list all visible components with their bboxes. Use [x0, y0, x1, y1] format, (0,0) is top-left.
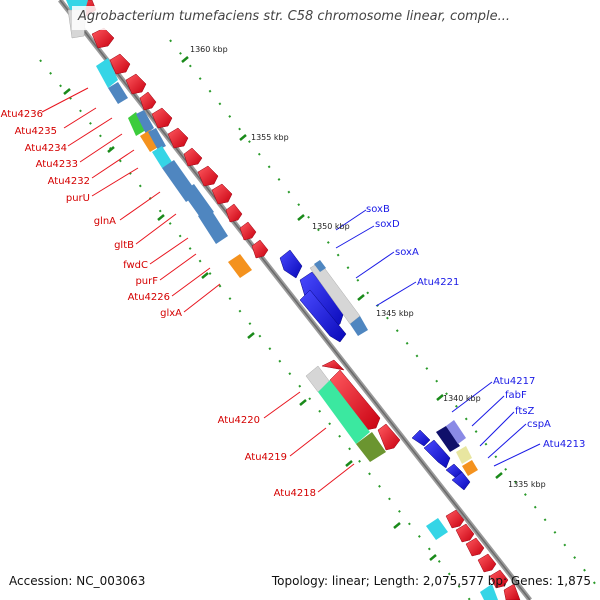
scale-label: 1355 kbp [251, 133, 289, 142]
gene-label: glnA [94, 216, 116, 227]
gene-lavender [446, 420, 466, 444]
gene-arrow [321, 359, 345, 371]
scale-label: 1340 kbp [443, 394, 481, 403]
topology-text: Topology: linear; Length: 2,075,577 bp; … [271, 574, 591, 588]
scale-ticks [63, 56, 503, 561]
gene-steel [198, 208, 228, 244]
scale-label: 1360 kbp [190, 45, 228, 54]
gene-arrow [109, 53, 131, 75]
reverse-strand-genes [279, 249, 471, 491]
gene-label: soxD [375, 219, 400, 230]
gene-arrow [251, 239, 269, 259]
gene-cyan [152, 146, 172, 168]
gene-orange [228, 254, 252, 278]
gene-cyan [96, 58, 118, 88]
gene-arrow [125, 73, 147, 95]
gene-label: purU [66, 193, 90, 204]
leader-lines-left [41, 87, 355, 493]
gene-orange [140, 130, 160, 152]
gene-label: ftsZ [515, 406, 534, 417]
scale-label: 1345 kbp [376, 309, 414, 318]
gene-arrow [197, 165, 219, 187]
forward-strand-colored-genes [66, 0, 498, 600]
gene-label: Atu4219 [245, 452, 287, 463]
scale-label: 1350 kbp [312, 222, 350, 231]
gene-label: glxA [160, 308, 182, 319]
gene-steel [108, 82, 128, 104]
gene-arrow [211, 183, 233, 205]
gene-arrow [167, 127, 189, 149]
gene-arrow [489, 569, 509, 589]
gene-arrow [411, 429, 431, 447]
gene-steel [350, 316, 368, 336]
gene-steel [148, 128, 166, 150]
gene-orange [462, 460, 478, 476]
gene-label: soxA [395, 247, 419, 258]
reverse-strand-colored-genes [309, 260, 478, 476]
leader-lines-right [335, 209, 541, 467]
gene-cyan [480, 584, 498, 600]
gene-label: Atu4226 [128, 292, 170, 303]
gene-arrow [239, 221, 257, 241]
gene-olive [356, 432, 386, 462]
gene-arrow [477, 553, 497, 573]
gene-label: Atu4218 [274, 488, 316, 499]
gene-arrow [503, 583, 521, 600]
gene-label: cspA [527, 419, 551, 430]
gene-label: Atu4213 [543, 439, 585, 450]
gene-labels-right: soxB soxD soxA Atu4221 Atu4217 fabF ftsZ… [366, 204, 585, 450]
gene-label: gltB [114, 240, 134, 251]
gene-arrow [377, 423, 401, 451]
backbone [58, 0, 532, 600]
gene-label: Atu4221 [417, 277, 459, 288]
gene-arrow [183, 147, 203, 167]
gene-arrow [451, 471, 471, 491]
gene-arrow [455, 523, 475, 543]
gene-navy [436, 426, 460, 452]
gene-steel [136, 110, 154, 134]
gene-arrow [151, 107, 173, 129]
gene-label: fabF [505, 390, 527, 401]
gene-arrow [423, 439, 451, 469]
gene-khaki [456, 446, 472, 464]
gene-steel [314, 260, 326, 272]
gene-arrow [225, 203, 243, 223]
gene-arrow [279, 249, 303, 279]
gene-arrow [299, 289, 347, 343]
accession-text: Accession: NC_003063 [9, 574, 146, 588]
title-box [72, 6, 572, 30]
gene-cyan [426, 518, 448, 540]
gene-label: purF [135, 276, 158, 287]
scale-label: 1335 kbp [508, 480, 546, 489]
gene-mint [318, 380, 370, 444]
gene-labels-left: Atu4236 Atu4235 Atu4234 Atu4233 Atu4232 … [1, 109, 316, 499]
gene-label: Atu4233 [36, 159, 78, 170]
gene-label: fwdC [123, 260, 148, 271]
gene-arrow [139, 91, 157, 111]
gene-arrow [445, 509, 465, 529]
gene-label: Atu4235 [15, 126, 57, 137]
gene-green [128, 112, 146, 136]
gene-label: Atu4220 [218, 415, 260, 426]
gene-label: Atu4232 [48, 176, 90, 187]
gene-label: Atu4217 [493, 376, 535, 387]
gene-label: Atu4236 [1, 109, 43, 120]
scale-labels: 1360 kbp 1355 kbp 1350 kbp 1345 kbp 1340… [190, 45, 546, 489]
gene-arrow [465, 537, 485, 557]
gene-label: soxB [366, 204, 390, 215]
map-title: Agrobacterium tumefaciens str. C58 chrom… [78, 9, 511, 24]
gene-label: Atu4234 [25, 143, 67, 154]
